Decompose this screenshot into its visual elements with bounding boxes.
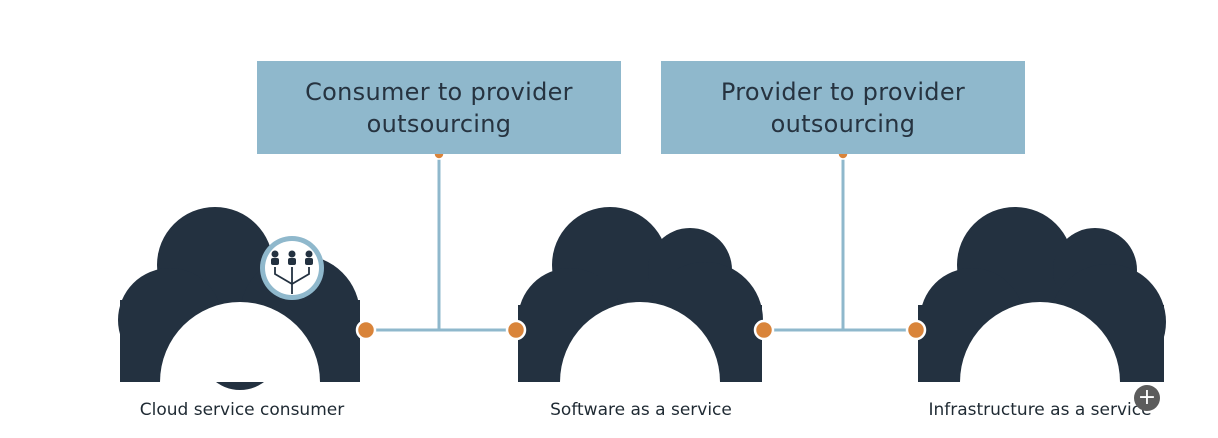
- cloud-label-iaas: IaaS: [988, 338, 1092, 389]
- dot-iaas-left: [905, 319, 927, 341]
- dot-csc-right: [355, 319, 377, 341]
- box-line: outsourcing: [366, 109, 512, 138]
- box-line: Consumer to provider: [305, 77, 573, 106]
- dot-saas-left: [505, 319, 527, 341]
- arch-iaas: [960, 302, 1120, 382]
- cloud-label-csc: CSC: [192, 338, 288, 389]
- box-line: Provider to provider: [720, 77, 966, 106]
- caption-iaas: Infrastructure as a service: [928, 400, 1152, 420]
- consumer-to-provider-box: Consumer to provider outsourcing: [257, 61, 621, 154]
- plus-icon[interactable]: +: [1134, 385, 1160, 411]
- cloud-label-saas: SaaS: [580, 338, 701, 389]
- dot-saas-right: [753, 319, 775, 341]
- box-line: outsourcing: [770, 109, 916, 138]
- organization-tree-icon: [260, 236, 324, 300]
- provider-to-provider-box: Provider to provider outsourcing: [661, 61, 1025, 154]
- caption-saas: Software as a service: [550, 400, 732, 420]
- label-arches: [160, 302, 1120, 382]
- caption-csc: Cloud service consumer: [139, 400, 345, 420]
- arch-csc: [160, 302, 320, 382]
- arch-saas: [560, 302, 720, 382]
- connectors: [366, 154, 916, 332]
